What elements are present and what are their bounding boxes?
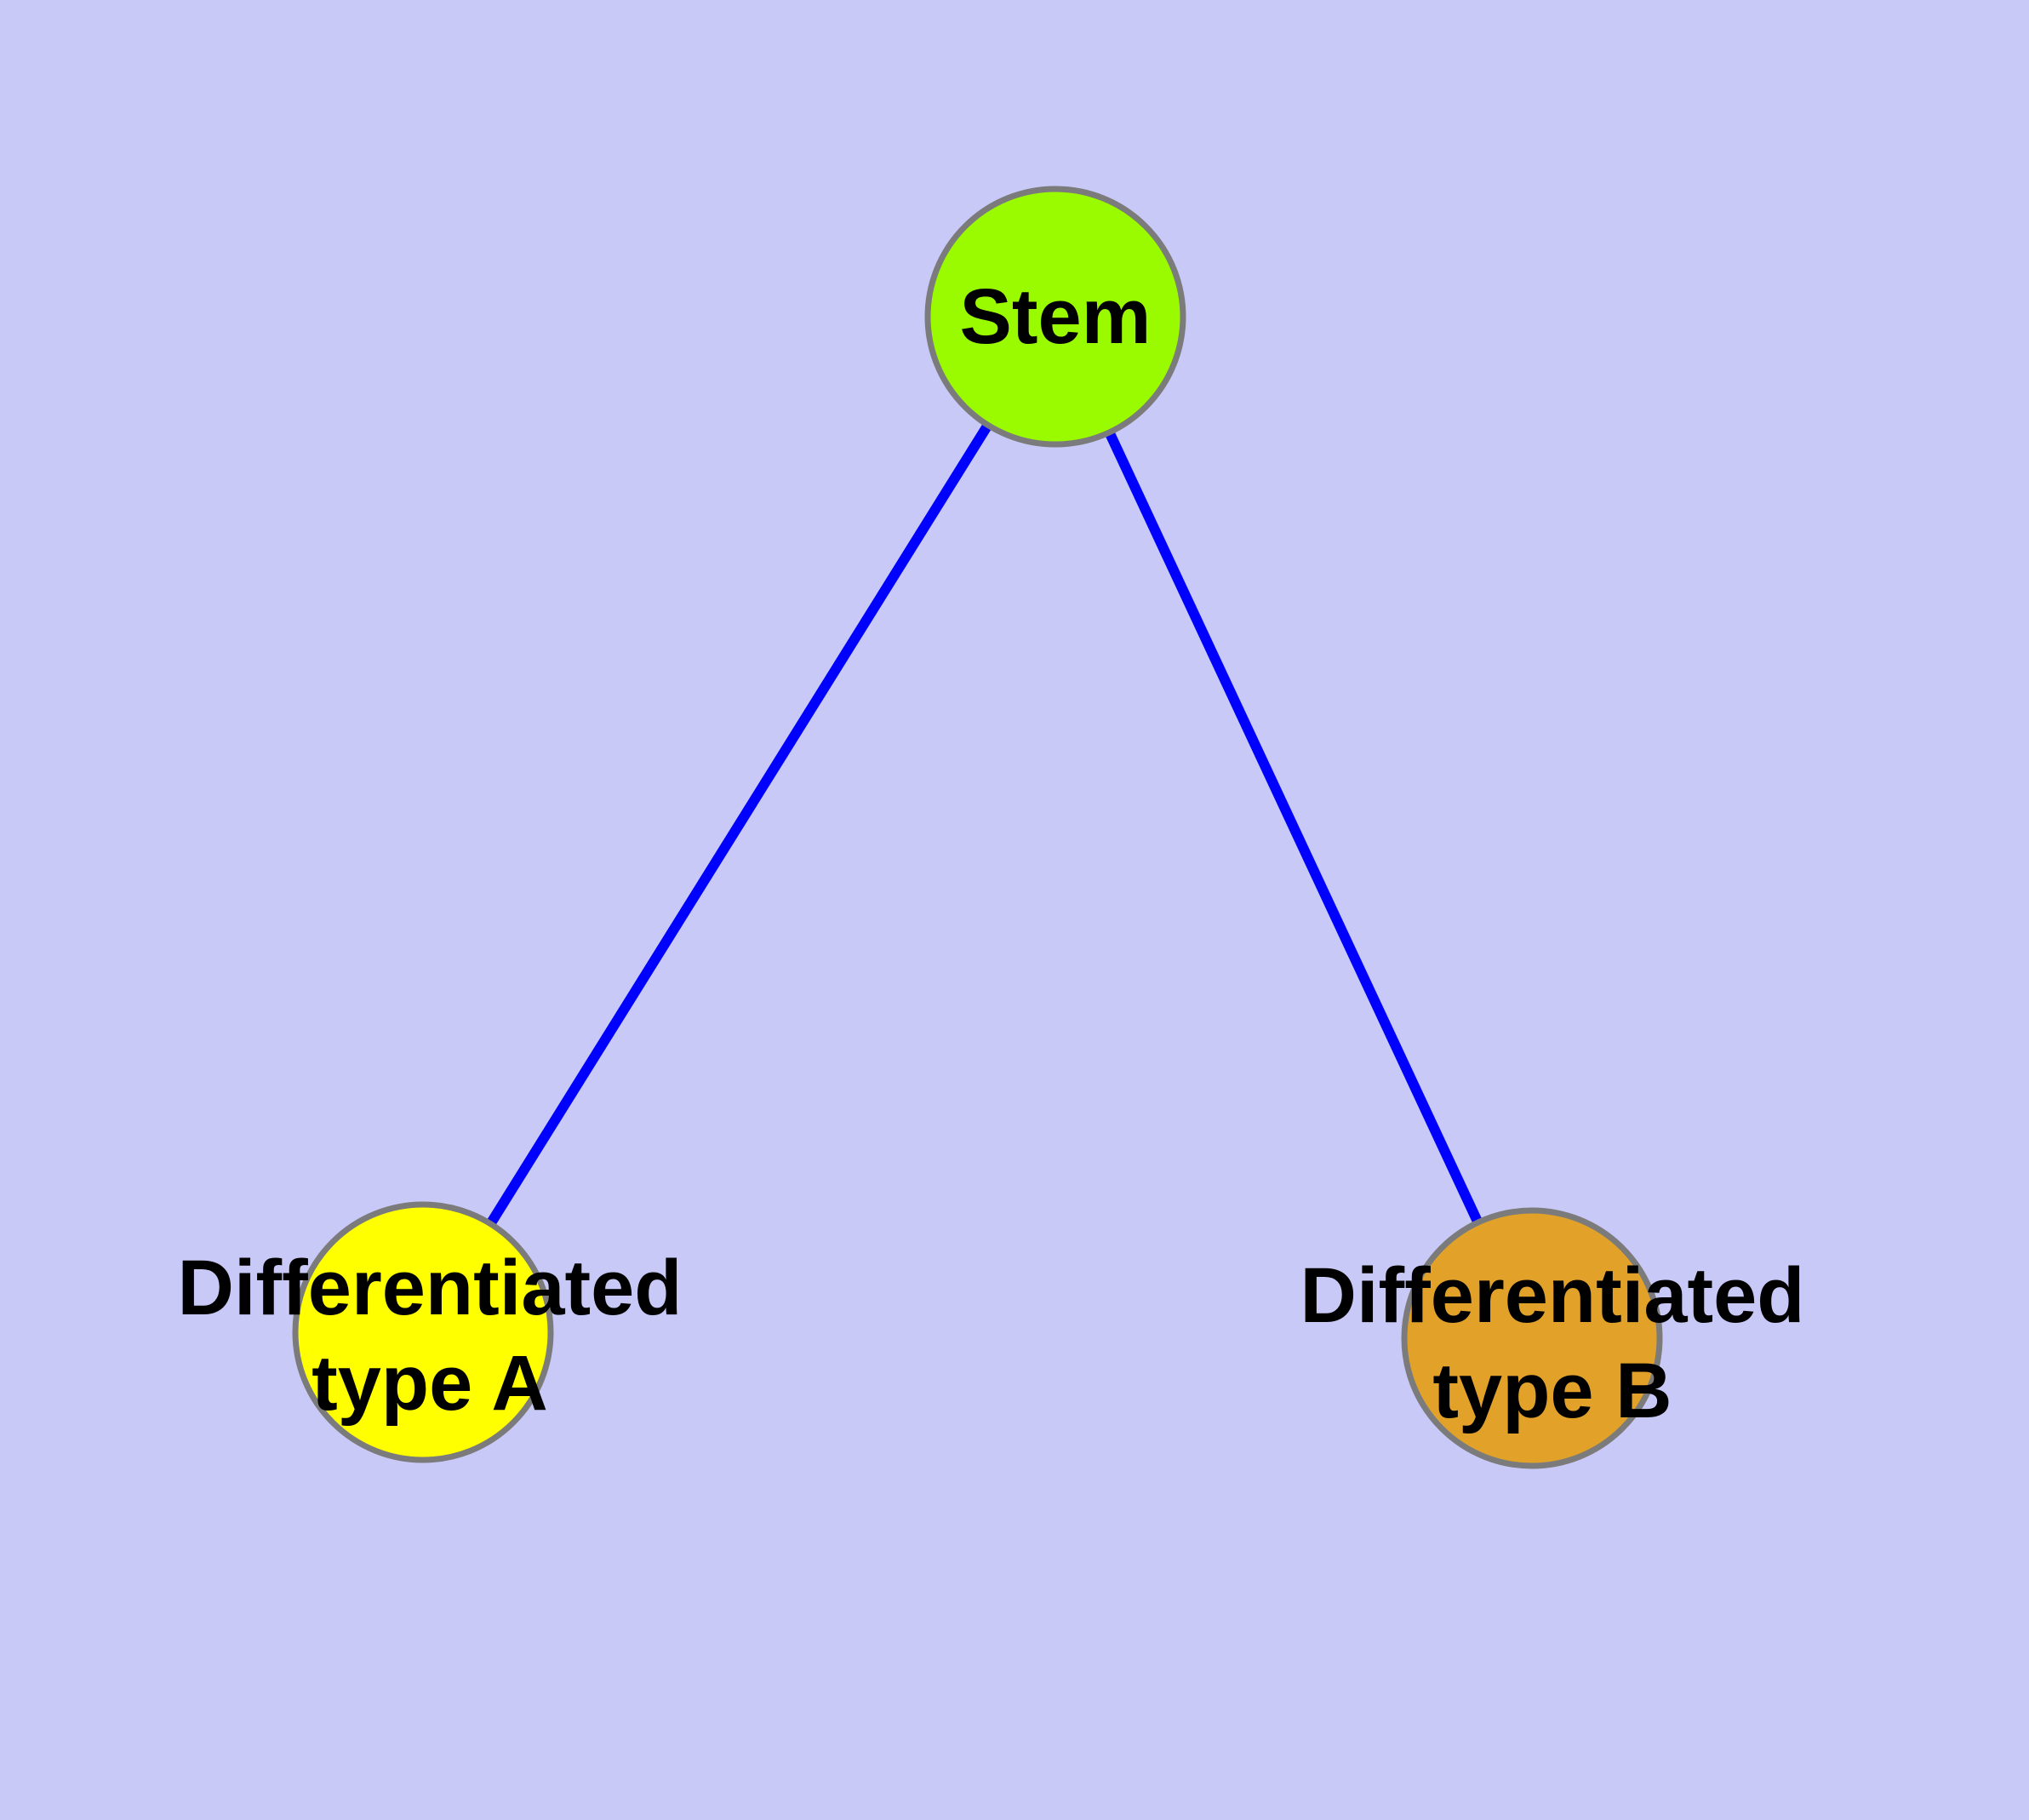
- edge-stem-to-type-b: [1050, 314, 1537, 1341]
- node-differentiated-type-a-label-line2: type A: [311, 1340, 548, 1427]
- node-differentiated-type-b-label-line2: type B: [1432, 1348, 1672, 1434]
- node-differentiated-type-a-label-line1: Differentiated: [178, 1245, 683, 1331]
- node-differentiated-type-b-label: Differentiated type B: [1300, 1252, 1805, 1434]
- edge-stem-to-type-a: [418, 313, 1060, 1336]
- node-differentiated-type-b-label-line1: Differentiated: [1300, 1252, 1805, 1339]
- node-differentiated-type-b: [1401, 1207, 1663, 1469]
- node-stem: [924, 186, 1186, 448]
- node-differentiated-type-a-label: Differentiated type A: [178, 1245, 683, 1427]
- node-differentiated-type-a: [292, 1201, 554, 1463]
- node-stem-label: Stem: [960, 273, 1152, 360]
